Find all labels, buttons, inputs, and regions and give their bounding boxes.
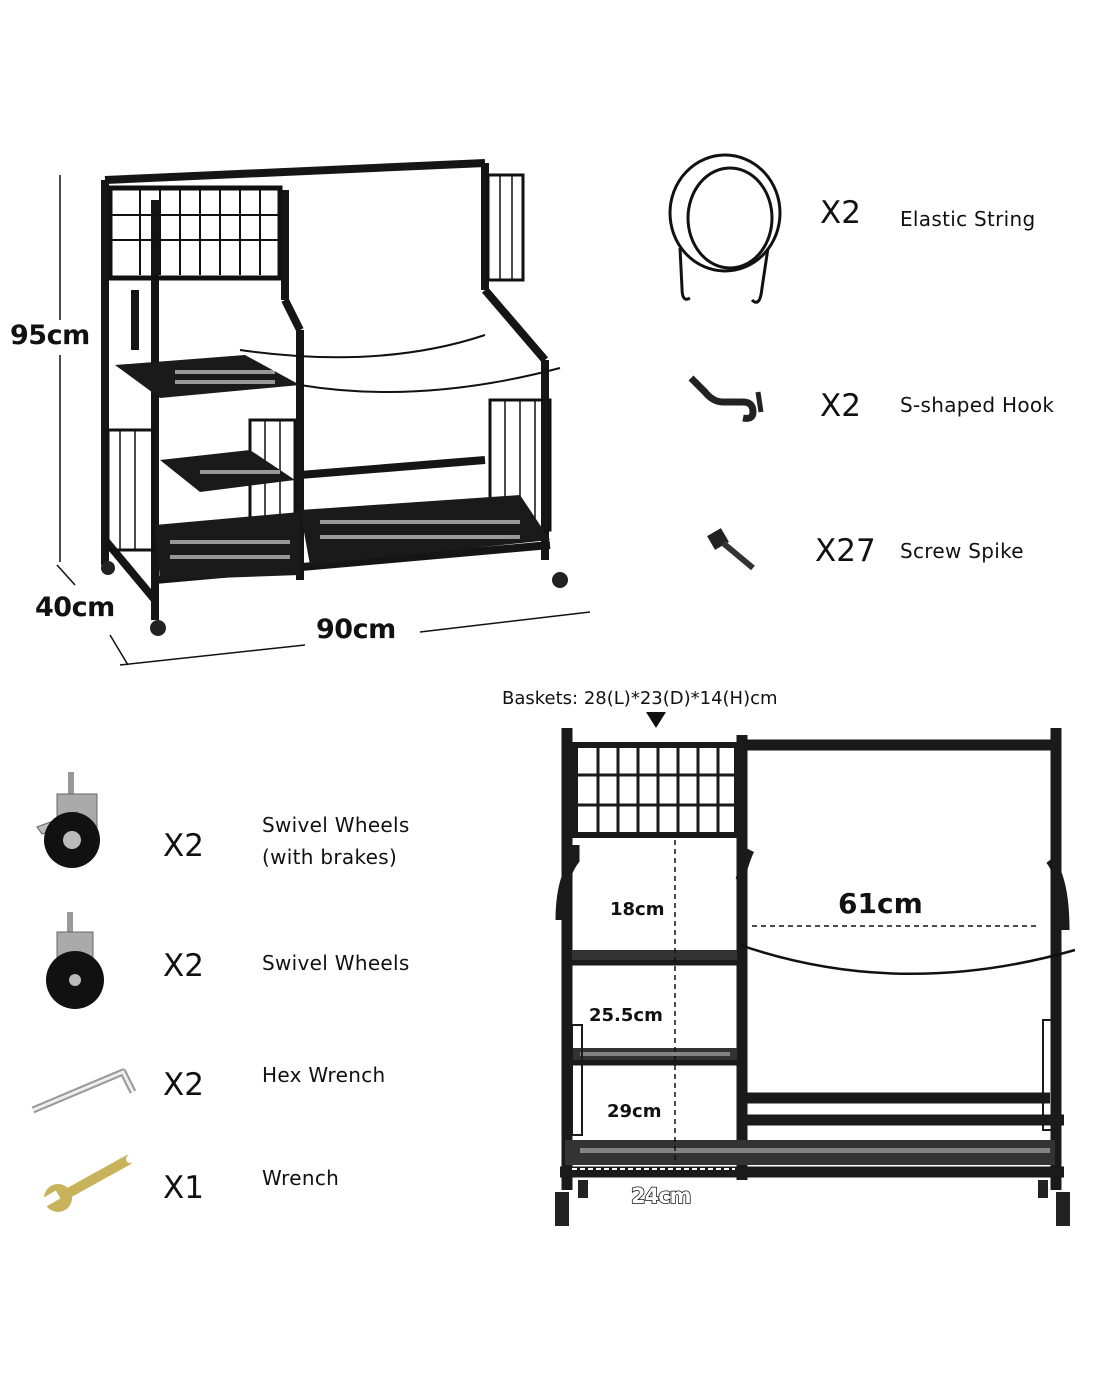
rack-perspective-illustration — [56, 159, 591, 666]
brake-wheel-label: Swivel Wheels — [262, 813, 410, 837]
elastic-string-label: Elastic String — [900, 207, 1036, 231]
wrench-qty: X1 — [163, 1170, 204, 1206]
s-hook-qty: X2 — [820, 388, 861, 424]
height-dimension: 95cm — [10, 320, 90, 351]
s-hook-label: S-shaped Hook — [900, 393, 1055, 417]
swivel-wheel-qty: X2 — [163, 948, 204, 984]
basket-dimensions: Baskets: 28(L)*23(D)*14(H)cm — [502, 688, 778, 709]
hex-wrench-qty: X2 — [163, 1067, 204, 1103]
elastic-string-icon — [668, 153, 782, 304]
brake-wheel-qty: X2 — [163, 828, 204, 864]
hex-wrench-icon — [31, 1068, 137, 1114]
swivel-wheel-label: Swivel Wheels — [262, 951, 410, 975]
basket-pointer-icon — [646, 712, 666, 728]
screw-spike-label: Screw Spike — [900, 539, 1024, 563]
depth-dimension: 40cm — [35, 592, 115, 623]
swivel-wheel-brake-icon — [36, 772, 100, 868]
wrench-icon — [42, 1155, 134, 1212]
wrench-label: Wrench — [262, 1166, 340, 1190]
shelf-gap-top: 18cm — [610, 899, 665, 920]
shelf-gap-middle: 25.5cm — [589, 1005, 663, 1026]
hex-wrench-label: Hex Wrench — [262, 1063, 386, 1087]
inner-width-dimension: 61cm — [838, 887, 923, 920]
brake-wheel-note: (with brakes) — [262, 845, 398, 869]
elastic-string-qty: X2 — [820, 195, 861, 231]
screw-spike-icon — [707, 528, 755, 571]
screw-spike-qty: X27 — [815, 533, 876, 569]
shelf-gap-bottom: 29cm — [607, 1101, 662, 1122]
swivel-wheel-icon — [46, 912, 104, 1009]
width-dimension: 90cm — [316, 614, 396, 645]
s-hook-icon — [688, 375, 764, 422]
shelf-depth-dimension: 24cm — [630, 1183, 692, 1209]
